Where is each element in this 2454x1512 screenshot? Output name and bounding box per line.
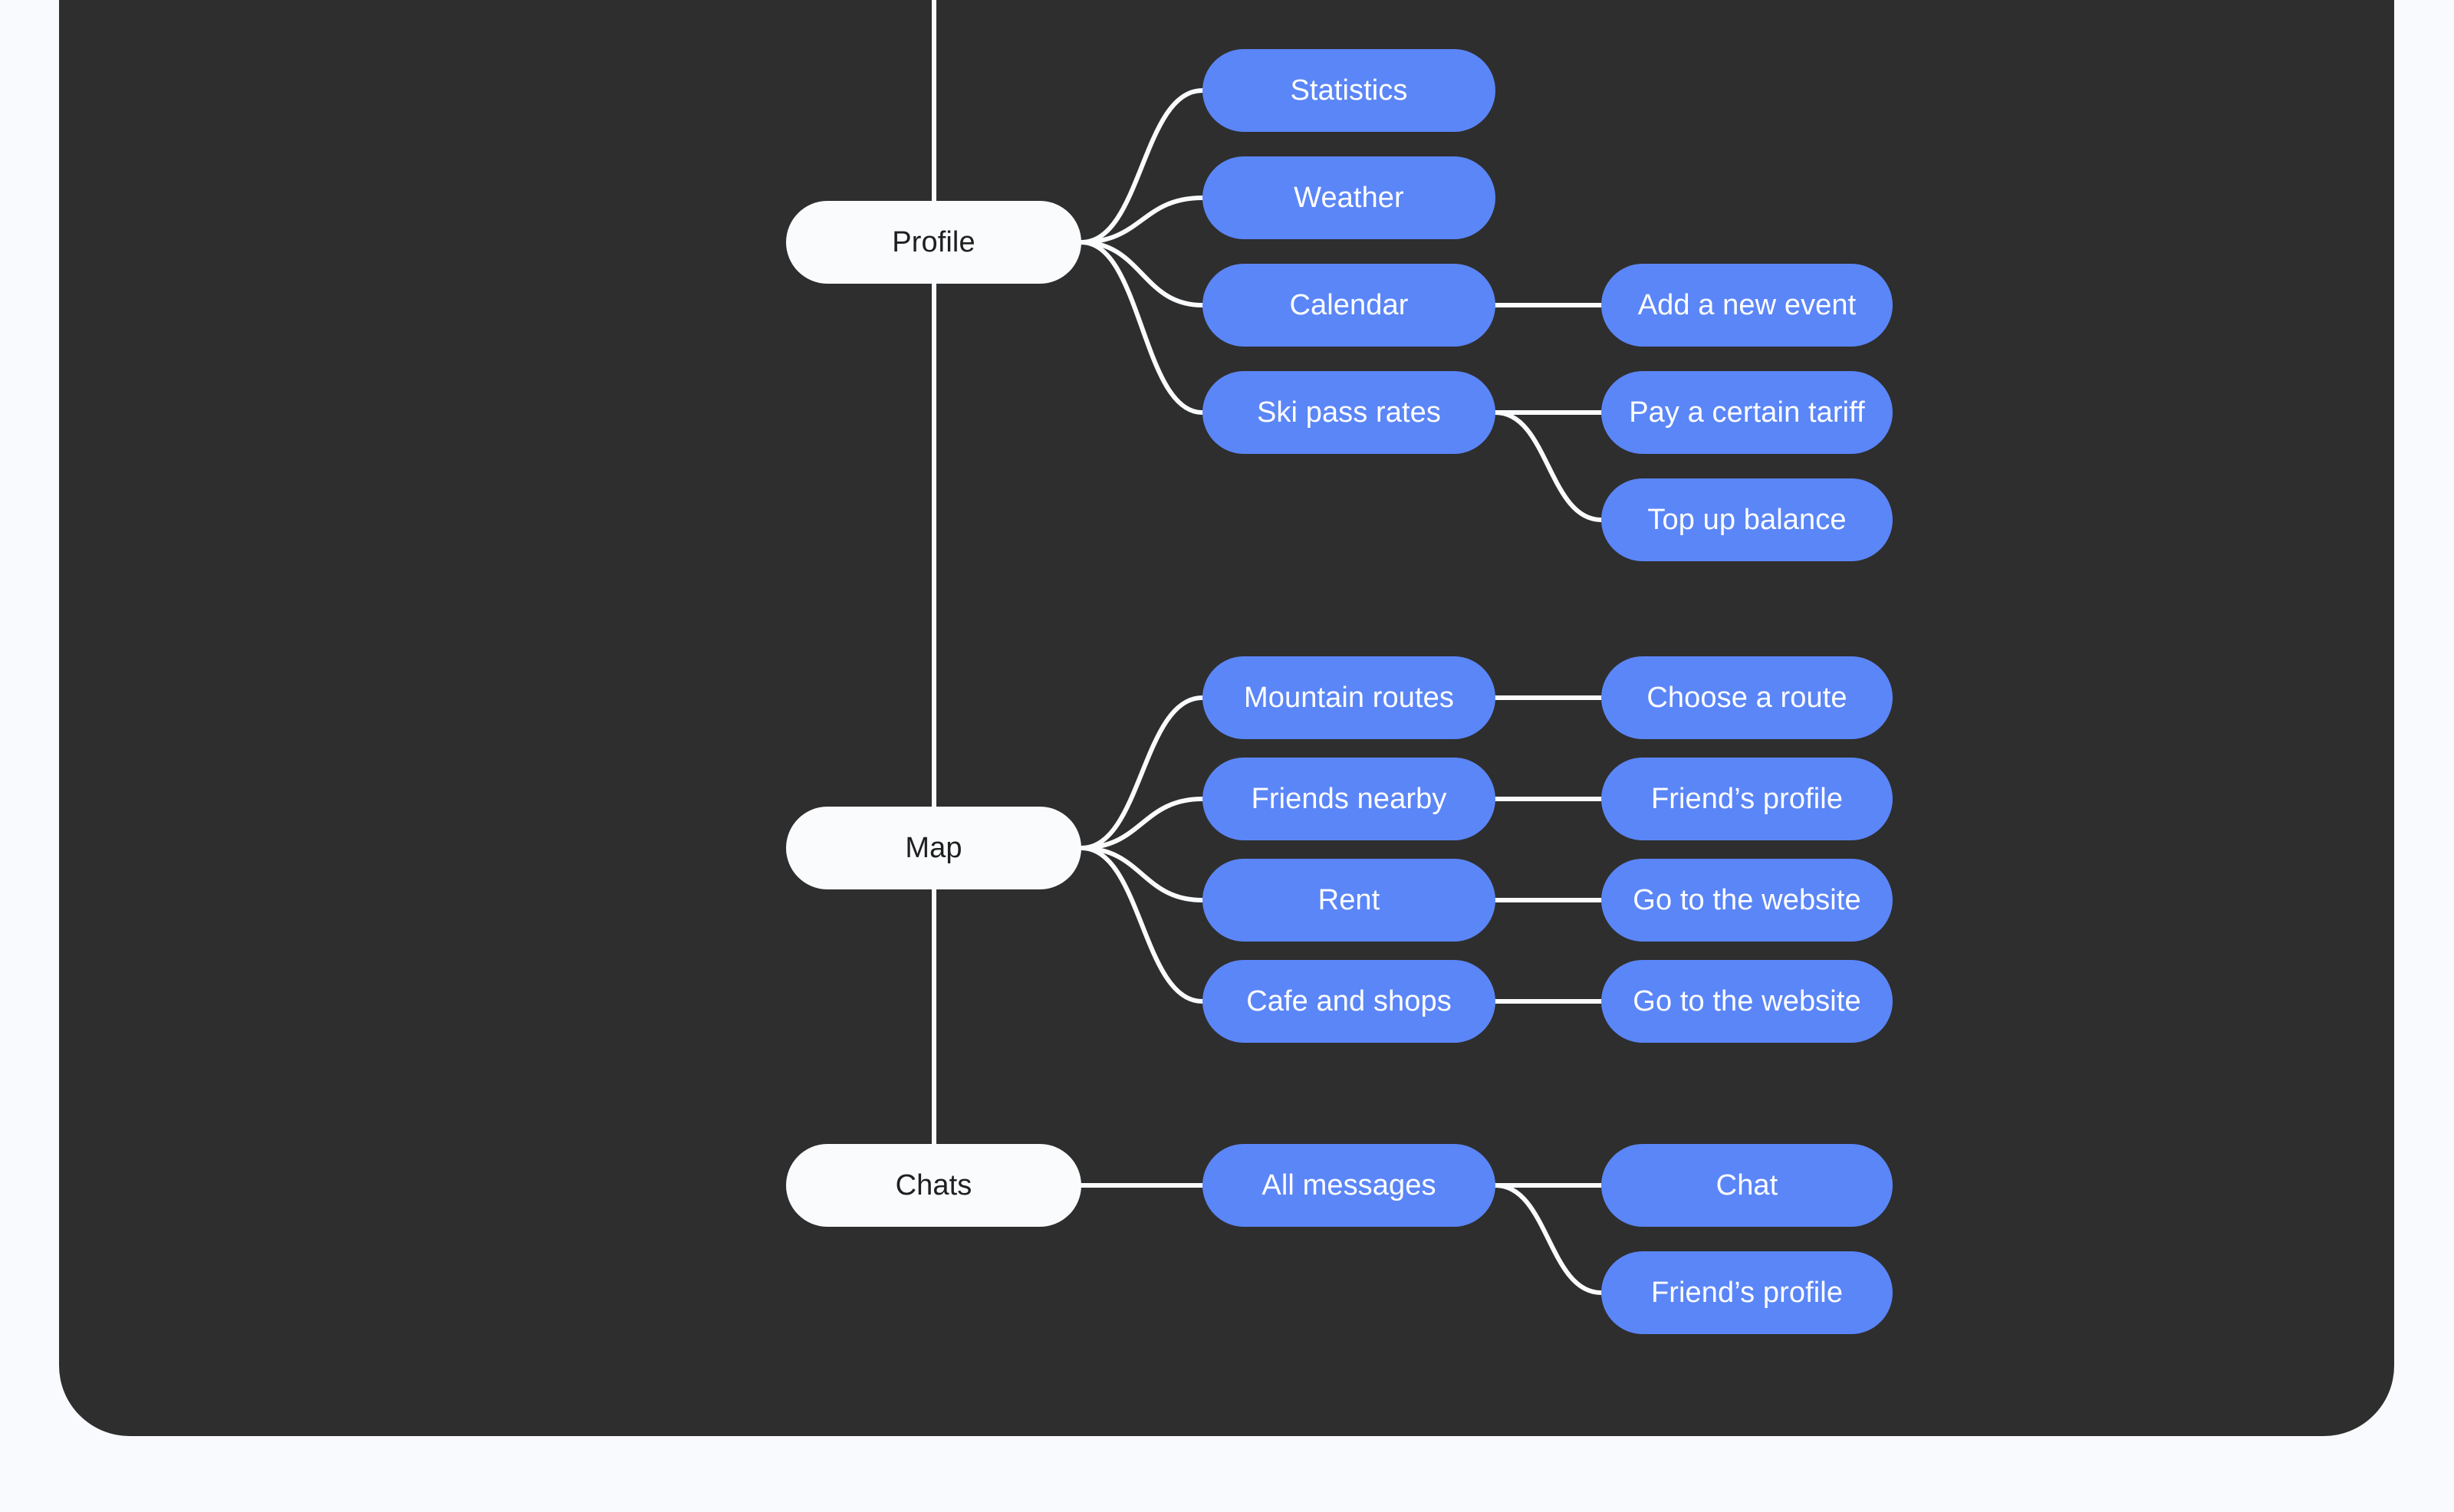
mindmap-node-go-to-the-website[interactable]: Go to the website bbox=[1601, 859, 1893, 942]
mindmap-node-ski-pass-rates[interactable]: Ski pass rates bbox=[1202, 371, 1495, 454]
node-label: Statistics bbox=[1290, 74, 1408, 107]
node-label: Go to the website bbox=[1633, 984, 1861, 1017]
mindmap-node-friends-nearby[interactable]: Friends nearby bbox=[1202, 758, 1495, 840]
node-label: Weather bbox=[1294, 181, 1404, 214]
node-label: Cafe and shops bbox=[1246, 984, 1452, 1017]
node-label: Add a new event bbox=[1637, 288, 1857, 321]
mindmap-node-go-to-the-website[interactable]: Go to the website bbox=[1601, 960, 1893, 1043]
node-label: Go to the website bbox=[1633, 883, 1861, 916]
mindmap-node-weather[interactable]: Weather bbox=[1202, 156, 1495, 239]
node-label: All messages bbox=[1262, 1169, 1436, 1201]
node-label: Friend’s profile bbox=[1650, 782, 1844, 815]
node-label: Mountain routes bbox=[1244, 681, 1454, 714]
node-label: Calendar bbox=[1289, 288, 1409, 321]
mindmap-node-mountain-routes[interactable]: Mountain routes bbox=[1202, 656, 1495, 739]
mindmap-node-chat[interactable]: Chat bbox=[1601, 1144, 1893, 1227]
node-label: Map bbox=[905, 831, 962, 864]
mindmap-node-add-a-new-event[interactable]: Add a new event bbox=[1601, 264, 1893, 347]
node-label: Choose a route bbox=[1646, 681, 1847, 714]
node-label: Rent bbox=[1317, 883, 1380, 916]
node-label: Friends nearby bbox=[1251, 782, 1447, 815]
mindmap-node-chats[interactable]: Chats bbox=[786, 1144, 1081, 1227]
mindmap-node-choose-a-route[interactable]: Choose a route bbox=[1601, 656, 1893, 739]
mindmap-node-top-up-balance[interactable]: Top up balance bbox=[1601, 478, 1893, 561]
node-label: Chats bbox=[895, 1169, 972, 1201]
mindmap-node-friends-profile[interactable]: Friend’s profile bbox=[1601, 1251, 1893, 1334]
mindmap-node-statistics[interactable]: Statistics bbox=[1202, 49, 1495, 132]
mindmap-node-pay-a-certain-tariff[interactable]: Pay a certain tariff bbox=[1601, 371, 1893, 454]
node-label: Friend’s profile bbox=[1650, 1276, 1844, 1309]
mindmap-node-map[interactable]: Map bbox=[786, 807, 1081, 889]
mindmap-node-calendar[interactable]: Calendar bbox=[1202, 264, 1495, 347]
node-label: Top up balance bbox=[1647, 503, 1847, 536]
mindmap-node-friends-profile[interactable]: Friend’s profile bbox=[1601, 758, 1893, 840]
node-label: Ski pass rates bbox=[1256, 396, 1442, 429]
mindmap-node-rent[interactable]: Rent bbox=[1202, 859, 1495, 942]
mindmap-node-cafe-and-shops[interactable]: Cafe and shops bbox=[1202, 960, 1495, 1043]
node-label: Profile bbox=[892, 225, 975, 258]
mindmap-node-all-messages[interactable]: All messages bbox=[1202, 1144, 1495, 1227]
node-label: Pay a certain tariff bbox=[1629, 396, 1865, 429]
node-label: Chat bbox=[1715, 1169, 1778, 1201]
mindmap-node-profile[interactable]: Profile bbox=[786, 201, 1081, 284]
